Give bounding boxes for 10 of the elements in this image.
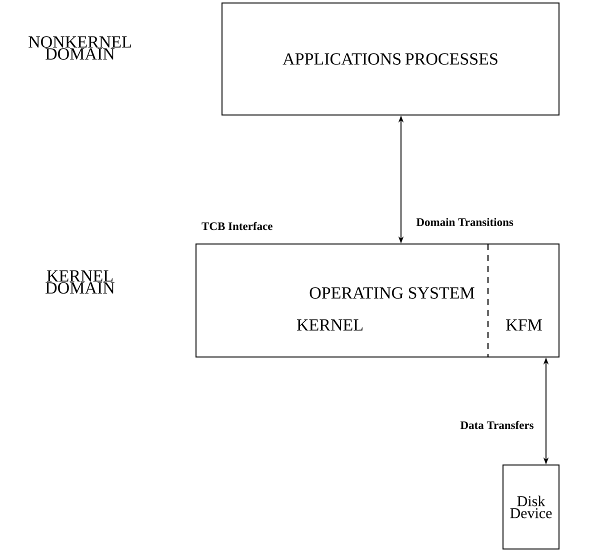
box-text: KFM — [504, 318, 544, 332]
kernel-domain-label: KERNEL DOMAIN — [46, 270, 115, 294]
process-box: APPLICATIONS PROCESSES — [222, 2, 560, 116]
edge-label: Data Transfers — [459, 420, 535, 430]
device-box: Disk Device — [502, 464, 560, 550]
box-text: KERNEL — [295, 318, 365, 332]
edge-label: Domain Transitions — [415, 216, 514, 228]
interface-label: TCB Interface — [202, 222, 272, 230]
nonkernel-domain-label: NONKERNEL DOMAIN — [28, 36, 131, 60]
box-heading: OPERATING SYSTEM — [308, 286, 476, 300]
